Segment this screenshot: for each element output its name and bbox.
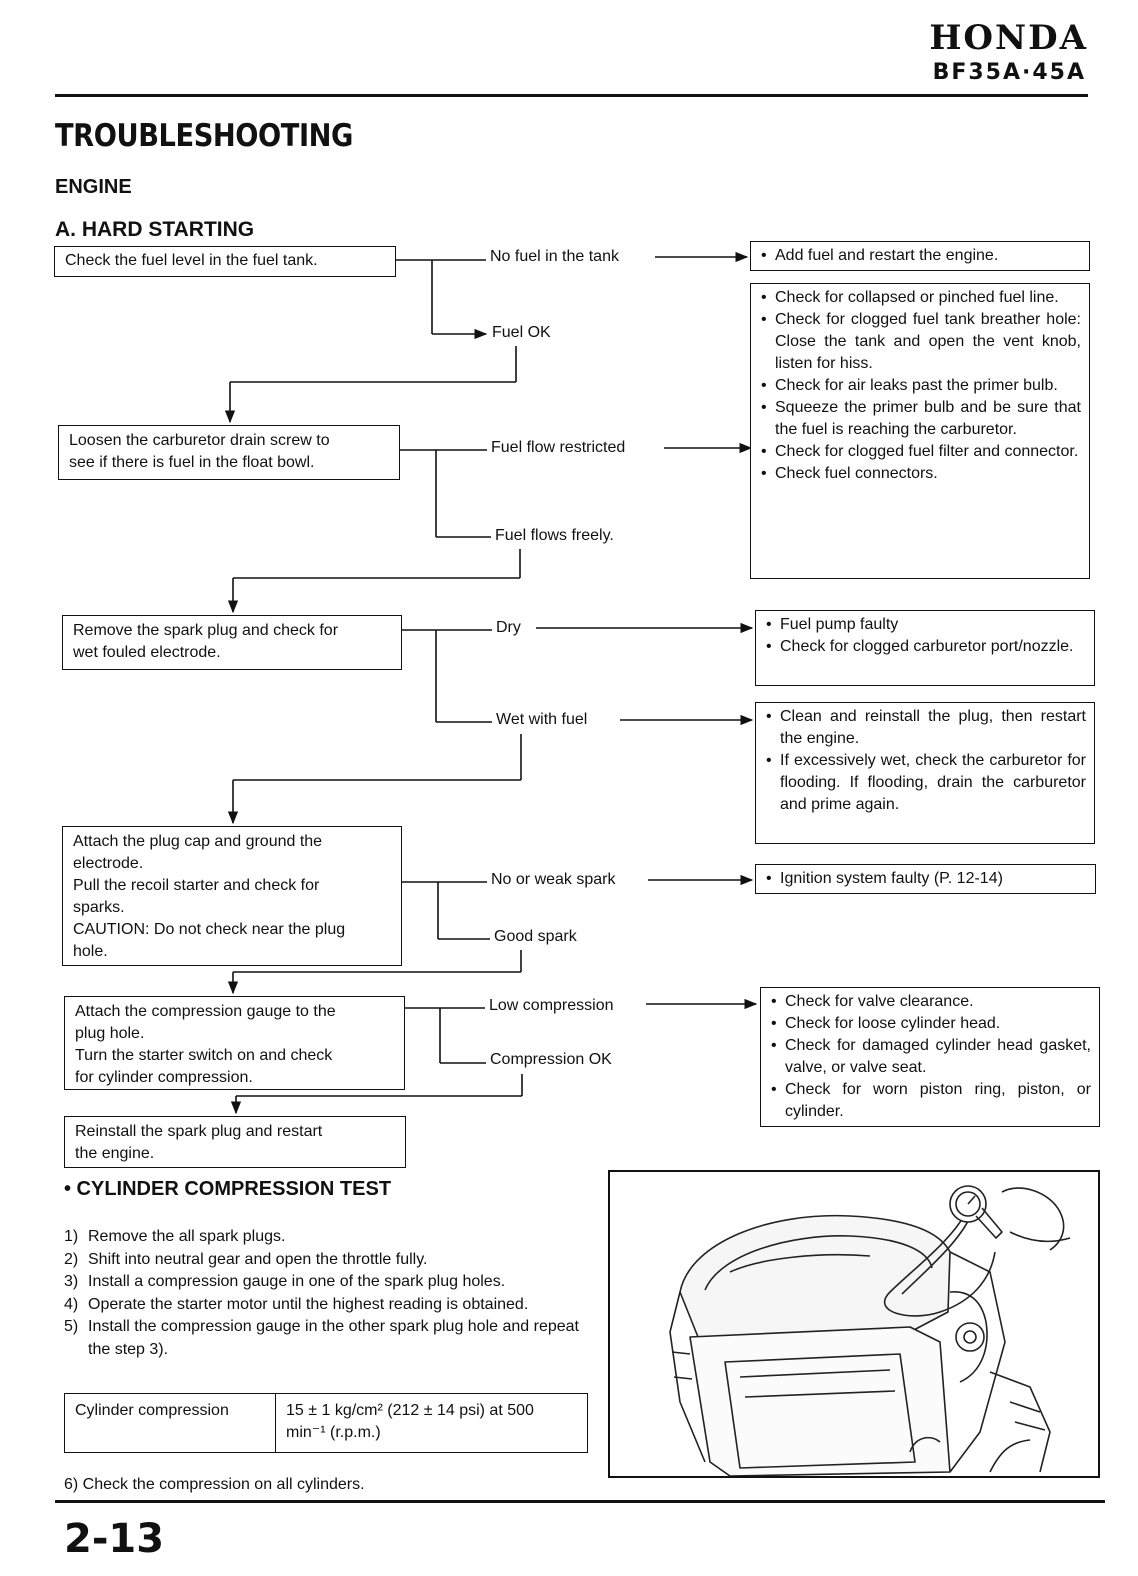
branch-no-fuel: No fuel in the tank <box>486 248 623 266</box>
branch-fuel-ok: Fuel OK <box>488 324 555 342</box>
branch-good-spark: Good spark <box>490 928 581 946</box>
page-title: TROUBLESHOOTING <box>55 118 354 154</box>
compression-test-steps: 1)Remove the all spark plugs. 2)Shift in… <box>64 1226 589 1361</box>
spec-value: 15 ± 1 kg/cm² (212 ± 14 psi) at 500 min⁻… <box>275 1393 588 1453</box>
list-item: 1)Remove the all spark plugs. <box>64 1228 286 1245</box>
step-check-spark-plug: Remove the spark plug and check for wet … <box>62 615 402 670</box>
compression-test-heading: • CYLINDER COMPRESSION TEST <box>64 1178 392 1200</box>
footer-rule <box>55 1500 1105 1503</box>
engine-compression-gauge-illustration <box>669 1185 1071 1477</box>
final-step: 6) Check the compression on all cylinder… <box>64 1476 365 1493</box>
step-compression-gauge: Attach the compression gauge to the plug… <box>64 996 405 1090</box>
list-item: 4)Operate the starter motor until the hi… <box>64 1295 529 1313</box>
branch-low-compression: Low compression <box>485 997 618 1015</box>
list-item: 3)Install a compression gauge in one of … <box>64 1273 506 1290</box>
step-reinstall-plug: Reinstall the spark plug and restart the… <box>64 1116 406 1168</box>
list-item: 5)Install the compression gauge in the o… <box>64 1318 579 1358</box>
step-check-fuel-level: Check the fuel level in the fuel tank. <box>54 246 396 277</box>
step-check-sparks: Attach the plug cap and ground the elect… <box>62 826 402 966</box>
list-item: 2)Shift into neutral gear and open the t… <box>64 1250 428 1268</box>
remedy-dry: Fuel pump faulty Check for clogged carbu… <box>755 610 1095 686</box>
model-name: BF35A·45A <box>932 60 1086 85</box>
spec-label: Cylinder compression <box>64 1393 276 1453</box>
header-rule <box>55 94 1088 97</box>
remedy-add-fuel: Add fuel and restart the engine. <box>750 241 1090 271</box>
brand-logo: HONDA <box>929 18 1088 58</box>
branch-fuel-restricted: Fuel flow restricted <box>487 439 630 457</box>
branch-dry: Dry <box>492 619 525 637</box>
step-loosen-drain-screw: Loosen the carburetor drain screw to see… <box>58 425 400 480</box>
remedy-ignition: Ignition system faulty (P. 12-14) <box>755 864 1096 894</box>
branch-compression-ok: Compression OK <box>486 1051 616 1069</box>
remedy-fuel-restricted: Check for collapsed or pinched fuel line… <box>750 283 1090 579</box>
remedy-low-compression: Check for valve clearance. Check for loo… <box>760 987 1100 1127</box>
section-heading: ENGINE <box>55 176 132 198</box>
remedy-wet-fuel: Clean and reinstall the plug, then resta… <box>755 702 1095 844</box>
engine-illustration-frame <box>608 1170 1100 1478</box>
branch-wet-fuel: Wet with fuel <box>492 711 592 729</box>
compression-spec-table: Cylinder compression 15 ± 1 kg/cm² (212 … <box>64 1393 588 1453</box>
branch-weak-spark: No or weak spark <box>487 871 620 889</box>
subsection-heading: A. HARD STARTING <box>55 218 255 241</box>
page-number: 2-13 <box>64 1516 165 1562</box>
branch-fuel-flows: Fuel flows freely. <box>491 527 618 545</box>
